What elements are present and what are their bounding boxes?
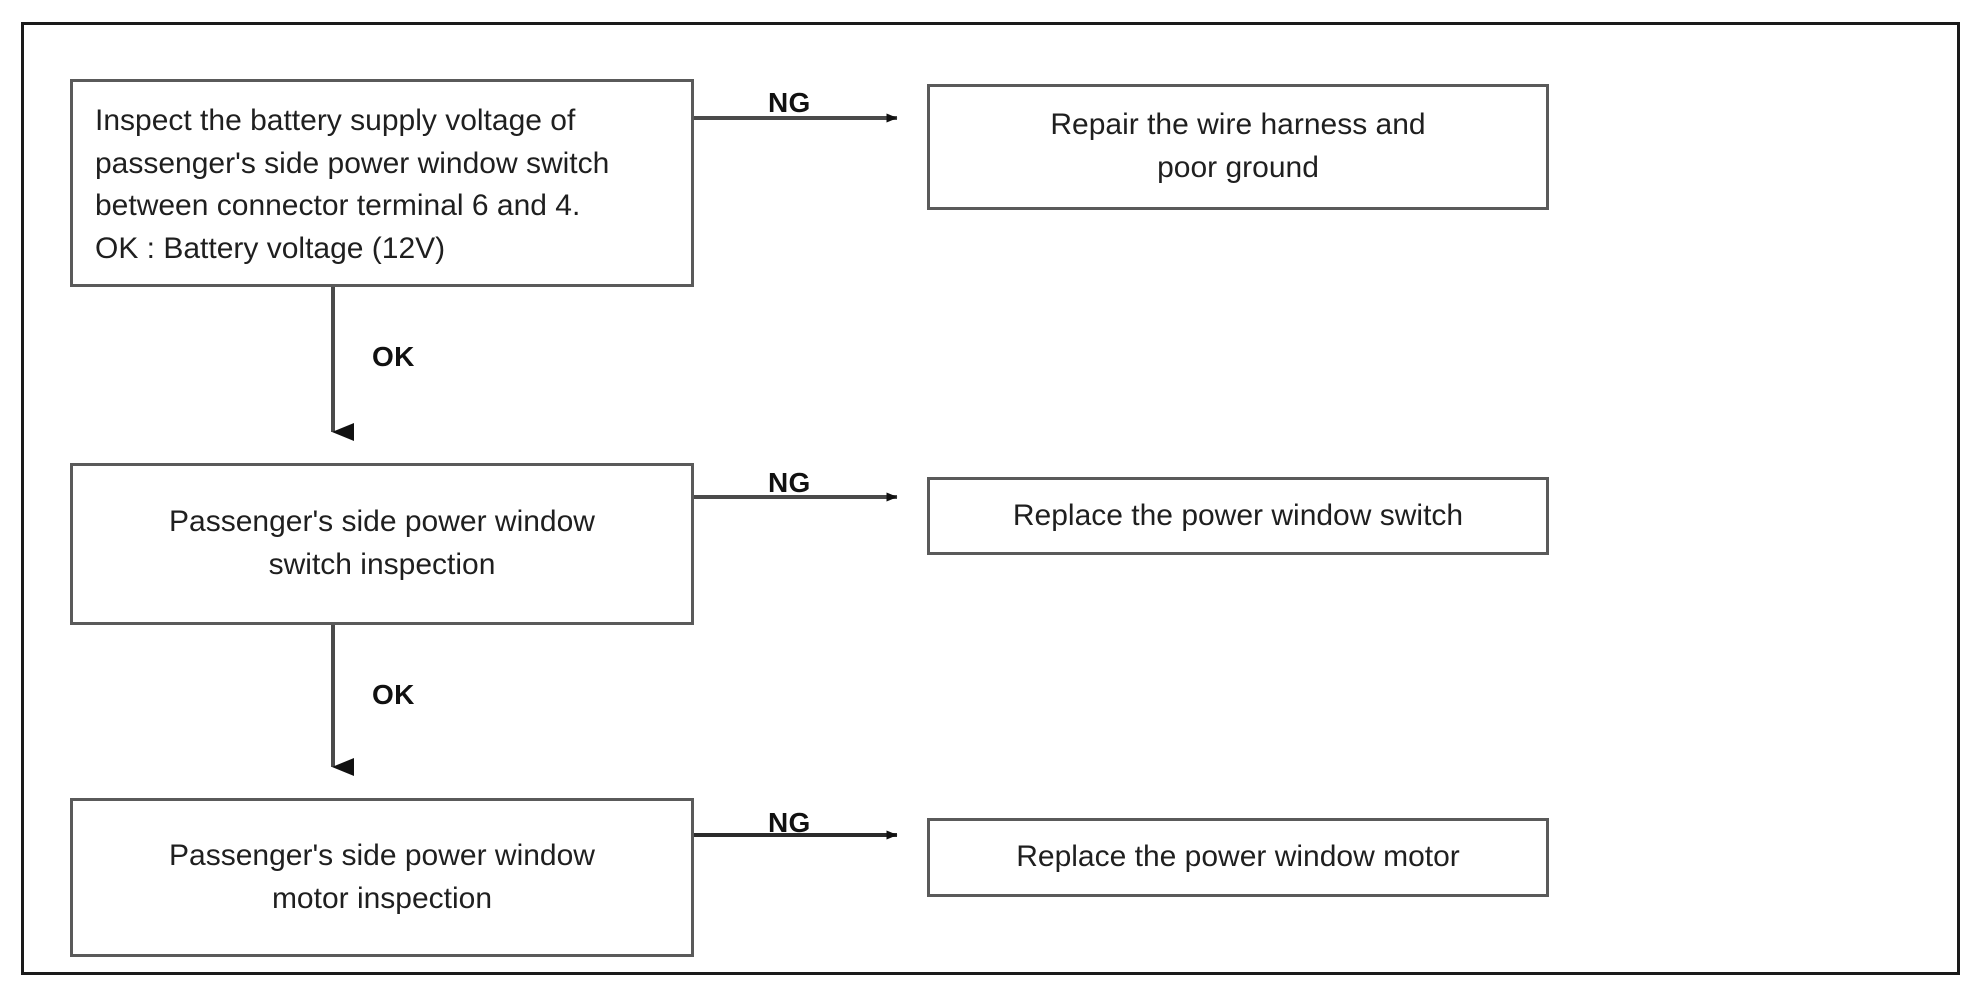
node-battery-check-line-4: OK : Battery voltage (12V) (95, 231, 446, 265)
node-replace-motor-line-1: Replace the power window motor (1016, 840, 1460, 874)
node-repair-harness[interactable]: Repair the wire harness and poor ground (927, 84, 1549, 210)
edge-label-ok-switch-inspection: OK (372, 679, 415, 710)
node-replace-switch-line-1: Replace the power window switch (1012, 498, 1464, 532)
node-motor-inspection[interactable]: Passenger's side power window motor insp… (70, 798, 694, 957)
edge-label-ng-battery-check: NG (768, 87, 811, 118)
node-battery-check-line-3: between connector terminal 6 and 4. (95, 189, 581, 223)
document-frame: Inspect the battery supply voltage of pa… (21, 22, 1960, 975)
node-switch-inspection-line-2: switch inspection (268, 548, 496, 581)
node-motor-inspection-line-1: Passenger's side power window (169, 838, 595, 872)
node-replace-motor[interactable]: Replace the power window motor (927, 818, 1549, 897)
node-repair-harness-line-2: poor ground (1157, 151, 1319, 184)
node-battery-check-line-1: Inspect the battery supply voltage of (95, 104, 576, 137)
edge-label-ng-switch-inspection: NG (768, 467, 811, 498)
node-motor-inspection-line-2: motor inspection (271, 881, 493, 915)
node-repair-harness-line-1: Repair the wire harness and (1050, 108, 1426, 142)
edge-label-ok-battery-check: OK (372, 341, 415, 372)
node-replace-switch[interactable]: Replace the power window switch (927, 477, 1549, 555)
node-switch-inspection[interactable]: Passenger's side power window switch ins… (70, 463, 694, 625)
node-switch-inspection-line-1: Passenger's side power window (169, 505, 595, 539)
edge-label-ng-motor-inspection: NG (768, 807, 811, 838)
node-battery-check[interactable]: Inspect the battery supply voltage of pa… (70, 79, 694, 287)
node-battery-check-line-2: passenger's side power window switch (95, 146, 610, 180)
